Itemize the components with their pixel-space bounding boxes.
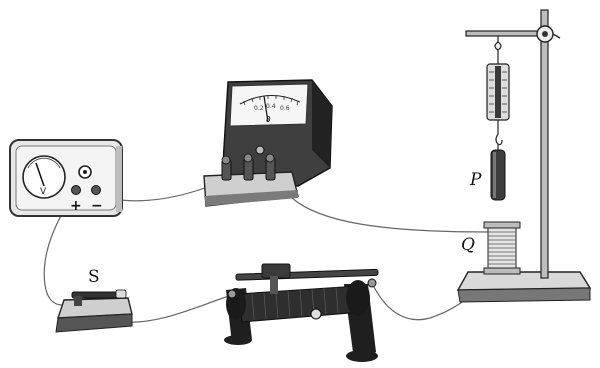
- stand-base-top: [456, 271, 592, 291]
- ammeter: 0.2 0.4 0.6 ∂: [203, 79, 333, 207]
- switch-label: S: [88, 267, 100, 287]
- rheostat-end-right: [346, 280, 370, 316]
- rheostat-terminal-right[interactable]: [367, 278, 377, 288]
- ammeter-needle: [263, 95, 269, 123]
- switch-handle[interactable]: [115, 289, 127, 299]
- ammeter-base-front: [204, 190, 298, 206]
- iron-stand: [456, 9, 592, 303]
- power-supply: V + −: [9, 139, 123, 217]
- weight-label: P: [469, 170, 482, 190]
- ammeter-face: [229, 83, 309, 127]
- coil-bottom-flange: [483, 267, 521, 275]
- switch-clip: [74, 296, 82, 306]
- coil-label: Q: [461, 235, 475, 255]
- ammeter-scale-3: 0.6: [280, 105, 290, 112]
- minus-sign: −: [91, 198, 103, 214]
- rheostat-rod: [235, 268, 379, 281]
- switch-base-front: [55, 313, 133, 333]
- scale-hook-bottom: [495, 133, 503, 146]
- stand-arm: [465, 30, 549, 37]
- supply-meter-needle: [35, 162, 45, 187]
- iron-weight-p: P: [469, 149, 506, 201]
- coil-q: Q: [461, 221, 521, 275]
- scale-hook-top: [494, 36, 502, 51]
- rheostat-screw: [310, 308, 322, 320]
- rheostat-terminal-left[interactable]: [227, 289, 237, 299]
- terminal-minus[interactable]: [91, 185, 101, 195]
- coil-windings: [488, 231, 516, 265]
- ammeter-scale-arc: [239, 94, 301, 105]
- supply-meter-symbol: V: [40, 187, 47, 197]
- power-supply-side: [116, 146, 122, 212]
- rheostat-slider[interactable]: [261, 263, 291, 279]
- ammeter-ticks: [243, 95, 299, 106]
- ammeter-side: [312, 80, 332, 168]
- wire-ammeter-to-coil: [291, 197, 489, 233]
- plus-sign: +: [70, 198, 82, 214]
- wire-switch-to-rheostat: [121, 294, 233, 323]
- stand-pole: [540, 9, 549, 279]
- switch-s: S: [55, 267, 133, 333]
- coil-top-flange: [483, 221, 521, 229]
- scale-ticks: [489, 71, 507, 113]
- rheostat: [224, 263, 379, 362]
- ammeter-scale-2: 0.4: [266, 103, 276, 110]
- supply-knob-center: [83, 170, 87, 174]
- stand-base-front: [457, 287, 591, 303]
- ammeter-scale-1: 0.2: [254, 105, 264, 112]
- ammeter-symbol: ∂: [266, 115, 271, 125]
- spring-scale: [486, 36, 510, 150]
- supply-meter-dial: [22, 155, 66, 199]
- terminal-plus[interactable]: [71, 185, 81, 195]
- ammeter-adjust-screw[interactable]: [255, 145, 265, 155]
- supply-meter-scale: [27, 157, 61, 169]
